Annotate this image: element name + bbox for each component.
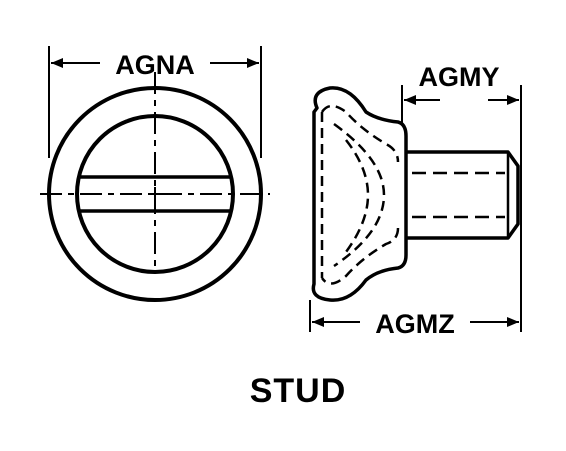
- front-view: [40, 46, 270, 302]
- agmy-label: AGMY: [419, 62, 500, 92]
- side-view: [309, 85, 522, 332]
- knob-inner-dashed: [320, 104, 400, 285]
- knob-outline: [311, 86, 408, 302]
- agna-label: AGNA: [115, 50, 195, 80]
- knob-face-arc-inner: [344, 139, 370, 253]
- knob-face-arc-outer: [333, 122, 386, 268]
- drawing-caption: STUD: [250, 372, 347, 410]
- shank-body: [406, 150, 520, 240]
- agmz-label: AGMZ: [375, 309, 454, 339]
